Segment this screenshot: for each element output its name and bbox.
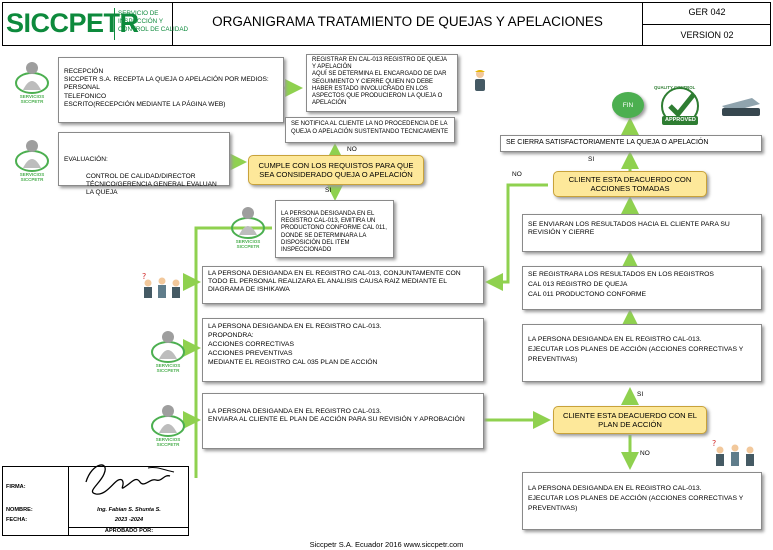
header-divider-row: [642, 24, 771, 25]
label-no-acciones: NO: [512, 171, 522, 178]
label-no-plan: NO: [640, 450, 650, 457]
node-registrara: SE REGISTRARA LOS RESULTADOS EN LOS REGI…: [522, 266, 762, 310]
signature-name: Ing. Fabian S. Shunta S.: [97, 507, 161, 513]
person-icon: [146, 326, 190, 364]
worker-icon: [470, 68, 490, 94]
scanner-icon: [718, 92, 762, 120]
node-cierra: SE CIERRA SATISFACTORIAMENTE LA QUEJA O …: [500, 135, 762, 152]
signature-date: 2023 -2024: [114, 517, 144, 523]
label-nombre: NOMBRE:: [6, 507, 33, 513]
line-acciones-no: [485, 183, 548, 291]
doc-version: VERSION 02: [680, 30, 734, 40]
workers-group-icon: ?: [138, 270, 190, 300]
node-recepcion: RECEPCIÓN SICCPETR S.A. RECEPTA LA QUEJA…: [58, 57, 284, 123]
logo-divider: [114, 8, 115, 40]
node-emitira: LA PERSONA DESIGANDA EN EL REGISTRO CAL-…: [275, 200, 394, 258]
badge-quality-text: QUALITY CONTROL: [654, 85, 696, 90]
badge-approved-text: APPROVED: [665, 117, 696, 123]
page-title: ORGANIGRAMA TRATAMIENTO DE QUEJAS Y APEL…: [212, 14, 603, 29]
svg-text:?: ?: [142, 272, 146, 281]
fin-node: FIN: [612, 92, 644, 118]
signature-aprobado: APROBADO POR:: [104, 528, 154, 534]
label-no-cumple: NO: [347, 146, 357, 153]
person-icon: [226, 202, 270, 240]
label-fecha: FECHA:: [6, 517, 28, 523]
header-divider-logo: [172, 2, 173, 46]
quality-approved-badge-icon: QUALITY CONTROL APPROVED: [652, 84, 708, 128]
fin-label: FIN: [622, 101, 634, 109]
signature-scribble-icon: [78, 456, 182, 502]
label-si-acciones: SI: [588, 156, 595, 163]
node-registrar: REGISTRAR EN CAL-013 REGISTRO DE QUEJA Y…: [306, 54, 458, 112]
node-enviara: LA PERSONA DESIGANDA EN EL REGISTRO CAL-…: [202, 393, 484, 449]
evaluacion-body: CONTROL DE CALIDAD/DIRECTOR TÉCNICO/GERE…: [86, 172, 217, 197]
label-si-cumple: SI: [325, 187, 332, 194]
node-enviaran: SE ENVIARAN LOS RESULTADOS HACIA EL CLIE…: [522, 214, 762, 252]
evaluacion-title: EVALUACIÓN:: [64, 156, 108, 164]
signature-row-line: [68, 527, 189, 528]
node-notifica: SE NOTIFICA AL CLIENTE LA NO PROCEDENCIA…: [285, 117, 455, 143]
svg-text:?: ?: [712, 439, 716, 448]
decision-cumple: CUMPLE CON LOS REQUISTOS PARA QUE SEA CO…: [248, 155, 424, 185]
person-caption: SERVICIOS SICCPETR: [235, 239, 261, 249]
node-evaluacion: EVALUACIÓN: CONTROL DE CALIDAD/DIRECTOR …: [58, 132, 230, 196]
signature-divider: [68, 466, 69, 536]
node-ejecutar1: LA PERSONA DESIGANDA EN EL REGISTRO CAL-…: [522, 324, 762, 382]
person-caption: SERVICIOS SICCPETR: [155, 437, 181, 447]
person-icon: [10, 135, 54, 173]
label-firma: FIRMA:: [6, 484, 26, 490]
decision-cliente-acciones: CLIENTE ESTA DEACUERDO CON ACCIONES TOMA…: [553, 171, 707, 197]
person-caption: SERVICIOS SICCPETR: [19, 172, 45, 182]
workers-group-icon: ?: [710, 436, 766, 468]
person-caption: SERVICIOS SICCPETR: [19, 94, 45, 104]
label-si-plan: SI: [637, 391, 644, 398]
person-icon: [146, 400, 190, 438]
doc-code: GER 042: [688, 7, 726, 17]
person-icon: [10, 57, 54, 95]
person-caption: SERVICIOS SICCPETR: [155, 363, 181, 373]
logo: SICCPETR: [6, 8, 139, 38]
node-ejecutar2: LA PERSONA DESIGANDA EN EL REGISTRO CAL-…: [522, 472, 762, 530]
logo-subtitle: SERVICIO DE INSPECCIÓN Y CONTROL DE CALI…: [118, 10, 189, 33]
decision-cliente-plan: CLIENTE ESTA DEACUERDO CON EL PLAN DE AC…: [553, 406, 707, 434]
footer: Siccpetr S.A. Ecuador 2016 www.siccpetr.…: [309, 540, 464, 549]
node-propondra: LA PERSONA DESIGANDA EN EL REGISTRO CAL-…: [202, 318, 484, 382]
node-analisis: LA PERSONA DESIGANDA EN EL REGISTRO CAL-…: [202, 266, 484, 304]
